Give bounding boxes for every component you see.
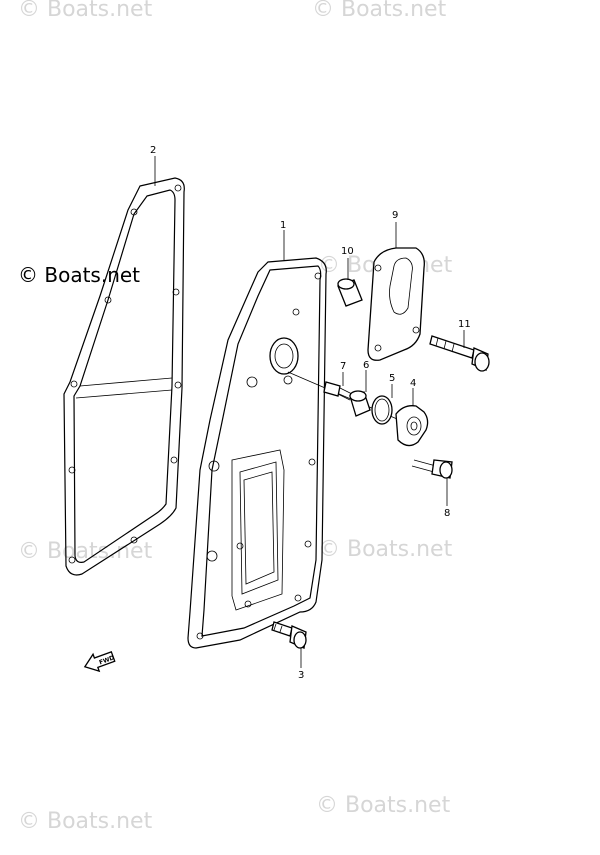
copyright-notice: © Boats.net: [18, 263, 140, 287]
o-ring-part-5: [371, 395, 393, 425]
callout-labels: 2 1 10 9 7 6 5 4 11 8 3: [150, 145, 471, 681]
watermark-bottom-left: © Boats.net: [18, 809, 153, 834]
callout-7: 7: [340, 361, 346, 372]
grommet-part-10: [337, 278, 363, 307]
callout-9: 9: [392, 210, 398, 221]
callout-10: 10: [341, 246, 354, 257]
watermark-top-right: © Boats.net: [312, 0, 447, 22]
plate-part-9: [367, 247, 425, 361]
callout-3: 3: [298, 670, 304, 681]
bolt-part-11: [429, 335, 490, 372]
bolt-part-3: [271, 621, 307, 649]
callout-8: 8: [444, 508, 450, 519]
watermark-top-left: © Boats.net: [18, 0, 153, 22]
callout-6: 6: [363, 360, 369, 371]
gasket-part-2: [63, 177, 185, 576]
callout-5: 5: [389, 373, 395, 384]
cover-plate-part-1: [187, 257, 327, 649]
bolt-part-7: [323, 381, 353, 401]
leader-lines: [154, 156, 465, 668]
fwd-label: FWD: [98, 654, 115, 666]
collar-part-6: [349, 390, 371, 417]
watermark-bottom-right: © Boats.net: [316, 793, 451, 818]
bolt-part-8: [411, 459, 453, 479]
flange-part-4: [395, 405, 429, 447]
fwd-arrow: FWD: [83, 650, 116, 673]
callout-11: 11: [458, 319, 471, 330]
callout-1: 1: [280, 220, 286, 231]
callout-4: 4: [410, 378, 416, 389]
callout-2: 2: [150, 145, 156, 156]
watermark-lower-right: © Boats.net: [318, 537, 453, 562]
fwd-arrow-icon: [83, 650, 116, 673]
